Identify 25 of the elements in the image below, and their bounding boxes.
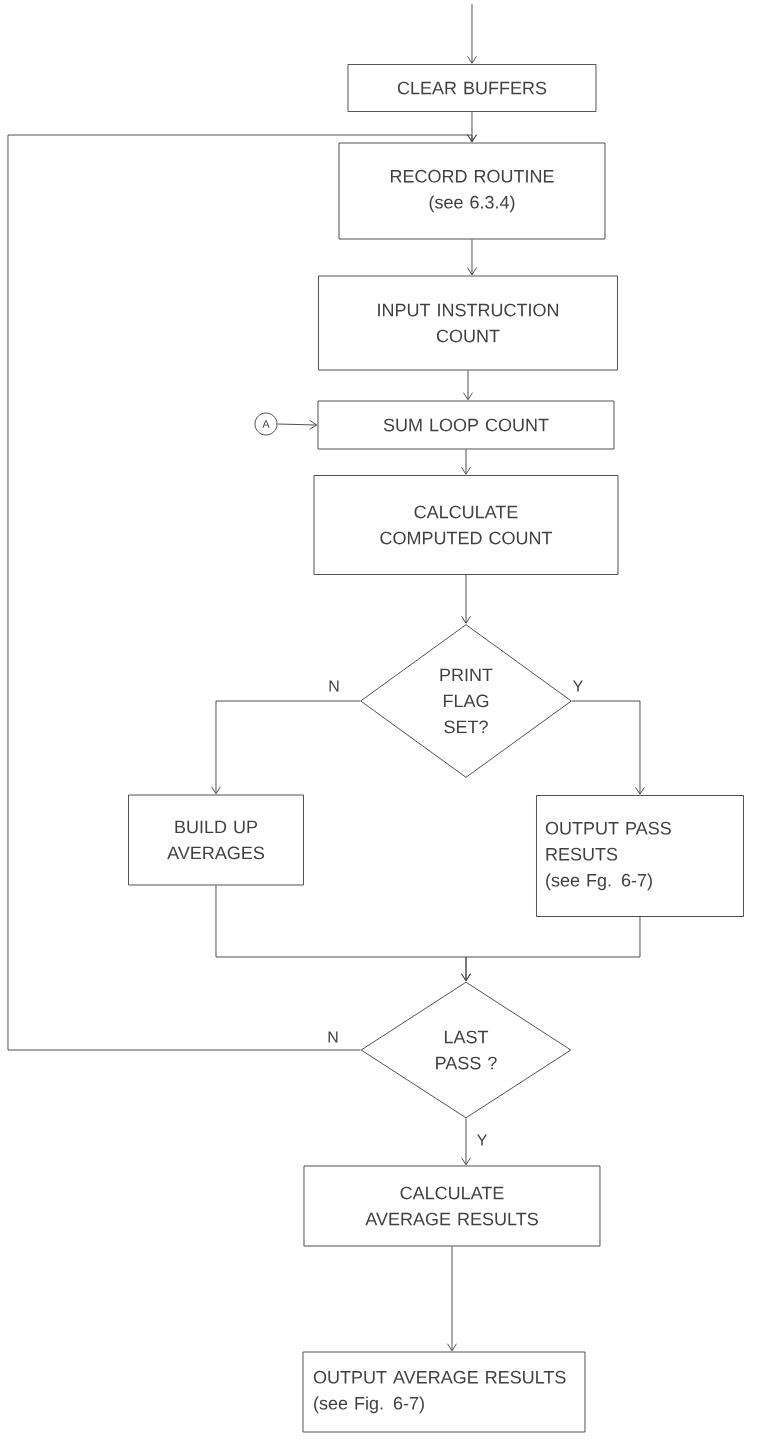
process-box: SUM LOOP COUNT xyxy=(317,400,615,450)
process-box: RECORD ROUTINE (see 6.3.4) xyxy=(338,142,606,240)
process-box: INPUT INSTRUCTION COUNT xyxy=(318,275,618,371)
process-box: CALCULATE AVERAGE RESULTS xyxy=(303,1165,601,1247)
arrow xyxy=(463,370,473,401)
arrow xyxy=(447,1246,457,1352)
process-box: OUTPUT AVERAGE RESULTS (see Fig. 6-7) xyxy=(302,1351,586,1433)
arrow xyxy=(461,449,471,475)
edge-label: N xyxy=(326,1030,340,1044)
arrow xyxy=(461,574,471,624)
arrow xyxy=(7,134,477,1051)
process-box: BUILD UP AVERAGES xyxy=(128,794,304,886)
edge-label: N xyxy=(327,679,341,693)
process-box: CLEAR BUFFERS xyxy=(347,64,597,112)
process-box: OUTPUT PASS RESUTS (see Fg. 6-7) xyxy=(536,795,744,917)
arrow xyxy=(277,419,318,430)
arrow xyxy=(211,700,361,795)
process-box: CALCULATE COMPUTED COUNT xyxy=(313,475,619,575)
arrow xyxy=(467,239,477,276)
arrow xyxy=(461,916,641,982)
arrow xyxy=(467,3,477,64)
edge-label: Y xyxy=(475,1133,489,1147)
arrow xyxy=(571,700,645,795)
arrow xyxy=(461,1118,471,1166)
edge-label: Y xyxy=(571,679,585,693)
